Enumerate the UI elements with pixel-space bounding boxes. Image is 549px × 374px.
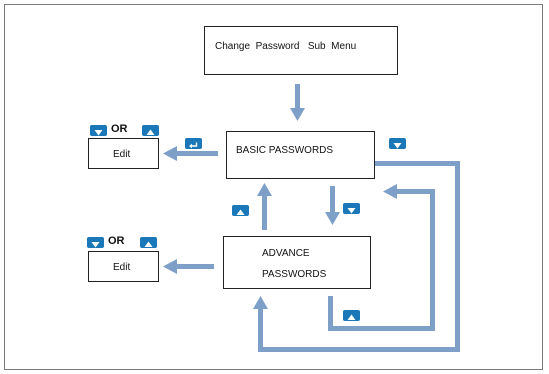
down-key-icon <box>87 237 104 248</box>
up-key-icon <box>232 205 249 216</box>
or-label: OR <box>108 235 125 247</box>
down-key-icon <box>343 203 360 214</box>
submenu-label: Change Password Sub Menu <box>215 41 357 52</box>
submenu-box: Change Password Sub Menu <box>204 26 398 75</box>
advance-passwords-box[interactable]: ADVANCE PASSWORDS <box>223 236 371 289</box>
up-key-icon <box>142 125 159 136</box>
enter-key-icon <box>185 138 202 149</box>
edit-label: Edit <box>113 262 131 273</box>
basic-passwords-label: BASIC PASSWORDS <box>236 145 334 156</box>
down-key-icon <box>90 125 107 136</box>
basic-passwords-box[interactable]: BASIC PASSWORDS <box>226 131 375 179</box>
down-key-icon <box>389 138 406 149</box>
or-label: OR <box>111 123 128 135</box>
edit-label: Edit <box>113 149 131 160</box>
edit-box-basic[interactable]: Edit <box>88 138 159 169</box>
up-key-icon <box>343 310 360 321</box>
up-key-icon <box>140 237 157 248</box>
advance-label-line2: PASSWORDS <box>262 269 327 280</box>
edit-box-advance[interactable]: Edit <box>88 251 159 282</box>
diagram-frame <box>4 4 543 370</box>
advance-label-line1: ADVANCE <box>262 248 310 259</box>
